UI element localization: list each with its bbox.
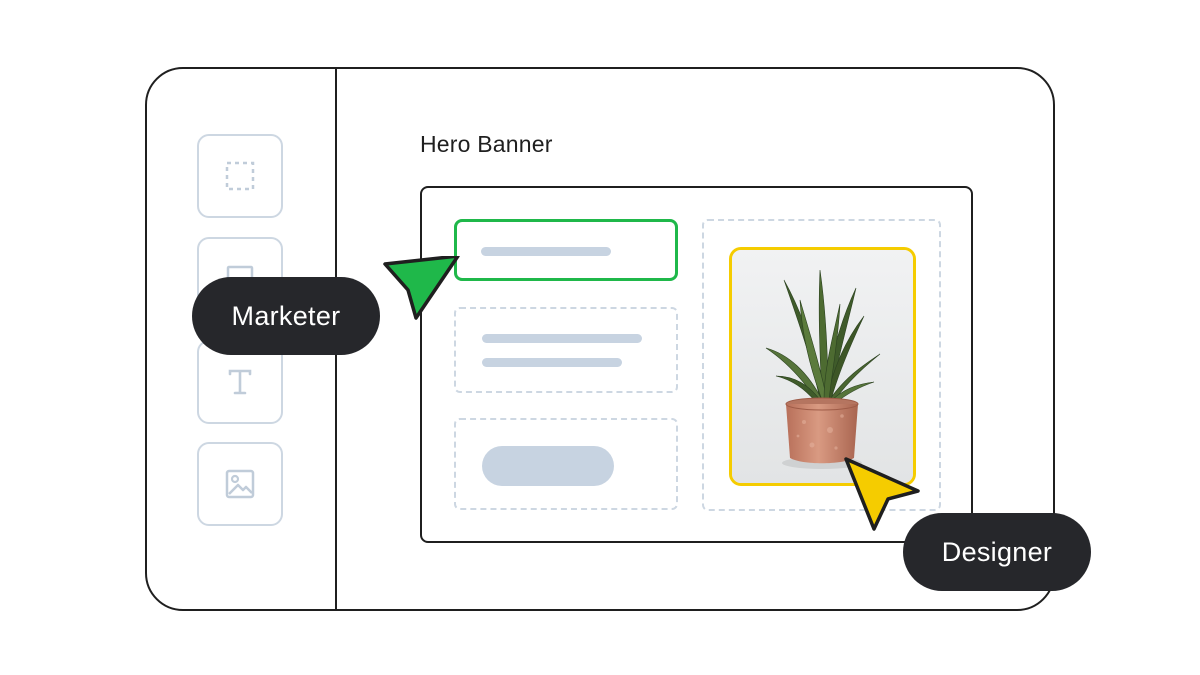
headline-placeholder — [481, 247, 611, 256]
text-icon — [225, 367, 255, 397]
body-line-placeholder — [482, 358, 622, 367]
button-slot[interactable] — [454, 418, 678, 510]
body-line-placeholder — [482, 334, 642, 343]
designer-label: Designer — [903, 513, 1091, 591]
image-icon — [224, 468, 256, 500]
headline-slot[interactable] — [454, 219, 678, 281]
tool-select-area-button[interactable] — [197, 134, 283, 218]
tool-image-button[interactable] — [197, 442, 283, 526]
image-slot[interactable] — [702, 219, 941, 511]
marketer-label: Marketer — [192, 277, 380, 355]
marketer-cursor-icon — [380, 254, 462, 329]
designer-cursor-icon — [842, 455, 922, 538]
canvas-title: Hero Banner — [420, 131, 553, 157]
plant-image[interactable] — [729, 247, 916, 486]
potted-plant-illustration — [732, 250, 913, 483]
dashed-square-icon — [225, 161, 255, 191]
body-text-slot[interactable] — [454, 307, 678, 393]
cta-button-placeholder — [482, 446, 614, 486]
